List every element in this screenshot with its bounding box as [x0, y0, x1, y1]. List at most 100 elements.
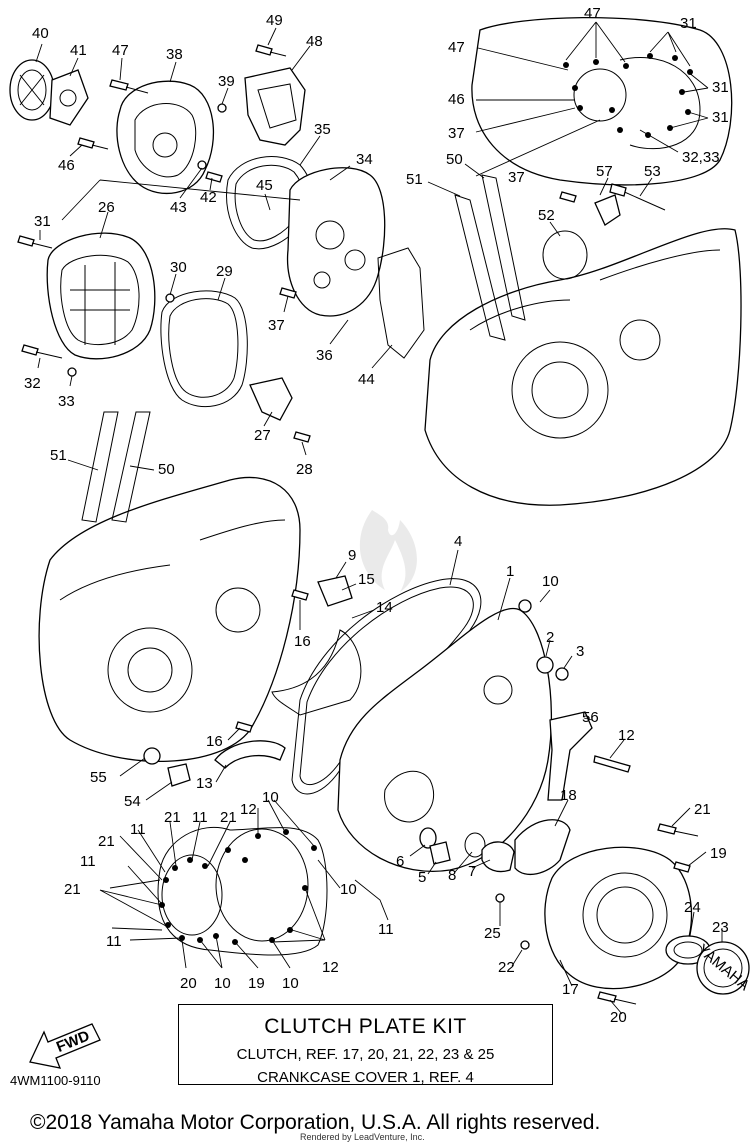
- callout-21-d: 21: [98, 833, 115, 850]
- callout-19-a: 19: [710, 845, 727, 862]
- plate-18: [514, 819, 571, 876]
- callout-11-d: 11: [80, 853, 96, 870]
- callout-51-b: 51: [50, 447, 67, 464]
- callout-41: 41: [70, 42, 87, 59]
- callout-12-b: 12: [240, 801, 257, 818]
- crankcase-right-main: [424, 228, 742, 506]
- callout-18: 18: [560, 787, 577, 804]
- crankcase-right-top: [471, 16, 733, 186]
- callout-46-b: 46: [448, 91, 465, 108]
- clutch-plate-kit-box: CLUTCH PLATE KIT CLUTCH, REF. 17, 20, 21…: [178, 1004, 553, 1086]
- callout-54: 54: [124, 793, 141, 810]
- callout-28: 28: [296, 461, 313, 478]
- callout-16-a: 16: [294, 633, 311, 650]
- rendered-by-credit: Rendered by LeadVenture, Inc.: [300, 1132, 425, 1142]
- callout-49: 49: [266, 12, 283, 29]
- callout-14: 14: [376, 599, 393, 616]
- callout-4: 4: [454, 533, 462, 550]
- bracket-27: [249, 377, 311, 443]
- callout-39: 39: [218, 73, 235, 90]
- crankcase-left: [38, 476, 301, 763]
- callout-34: 34: [356, 151, 373, 168]
- yamaha-cap-23: YAMAHA: [694, 941, 750, 995]
- callout-33: 33: [58, 393, 75, 410]
- callout-38: 38: [166, 46, 183, 63]
- callout-19-b: 19: [248, 975, 265, 992]
- studs-lower-left: [81, 411, 151, 523]
- studs-upper-right: [454, 174, 666, 341]
- callout-47-c: 47: [584, 5, 601, 22]
- callout-11-c: 11: [192, 809, 208, 826]
- callout-47: 47: [112, 42, 129, 59]
- callout-47-b: 47: [448, 39, 465, 56]
- rotor-41: [49, 69, 89, 126]
- callout-20-b: 20: [180, 975, 197, 992]
- callout-31-b: 31: [680, 15, 697, 32]
- callout-50-b: 50: [158, 461, 175, 478]
- callout-48: 48: [306, 33, 323, 50]
- callout-7: 7: [468, 863, 476, 880]
- cover-38: [116, 80, 215, 195]
- callout-46: 46: [58, 157, 75, 174]
- clutch-cover: [544, 846, 693, 990]
- callout-8: 8: [448, 867, 456, 884]
- bolts-upper-left: [77, 44, 287, 183]
- gear-cover-48: [244, 67, 306, 146]
- callout-36: 36: [316, 347, 333, 364]
- callout-32: 32: [24, 375, 41, 392]
- callout-2: 2: [546, 629, 554, 646]
- guide-13: [214, 721, 286, 769]
- outer-cover-40: [9, 59, 55, 121]
- clutch-cover-gasket: [109, 826, 328, 956]
- callout-37-a: 37: [268, 317, 285, 334]
- crankcase-cover-1: [337, 607, 553, 872]
- callout-11-a: 11: [378, 921, 394, 938]
- callout-11-e: 11: [106, 933, 122, 950]
- callout-32-33: 32,33: [682, 149, 720, 166]
- small-bolts-lower-right: [495, 823, 699, 1005]
- callout-45: 45: [256, 177, 273, 194]
- oring-52: [542, 230, 588, 280]
- callout-10-d: 10: [214, 975, 231, 992]
- callout-21-a: 21: [694, 801, 711, 818]
- callout-27: 27: [254, 427, 271, 444]
- callout-11-b: 11: [130, 821, 146, 838]
- kit-line-clutch: CLUTCH, REF. 17, 20, 21, 22, 23 & 25: [236, 1046, 495, 1063]
- callout-26: 26: [98, 199, 115, 216]
- callout-56: 56: [582, 709, 599, 726]
- callout-31-c: 31: [712, 79, 729, 96]
- callout-21-b: 21: [164, 809, 181, 826]
- plug-54-55: [143, 747, 191, 787]
- callout-1: 1: [506, 563, 514, 580]
- callout-21-c: 21: [220, 809, 237, 826]
- cover-26: [46, 232, 156, 360]
- callout-10-c: 10: [340, 881, 357, 898]
- callout-43: 43: [170, 199, 187, 216]
- callout-40: 40: [32, 25, 49, 42]
- callout-22: 22: [498, 959, 515, 976]
- callout-31-d: 31: [712, 109, 729, 126]
- callout-35: 35: [314, 121, 331, 138]
- callout-57: 57: [596, 163, 613, 180]
- callout-3: 3: [576, 643, 584, 660]
- parts-2-3-5-8: [419, 599, 569, 873]
- callout-44: 44: [358, 371, 375, 388]
- cover-34: [286, 167, 386, 317]
- callout-5: 5: [418, 869, 426, 886]
- callout-31-a: 31: [34, 213, 51, 230]
- bolts-left-middle: [17, 235, 297, 377]
- gasket-bolt-dots: [159, 829, 317, 945]
- callout-9: 9: [348, 547, 356, 564]
- callout-10-e: 10: [282, 975, 299, 992]
- callout-37-b: 37: [448, 125, 465, 142]
- kit-line-cover: CRANKCASE COVER 1, REF. 4: [257, 1069, 474, 1086]
- gasket-44: [377, 247, 425, 359]
- callout-42: 42: [200, 189, 217, 206]
- watermark-flame: [359, 510, 417, 592]
- callout-25: 25: [484, 925, 501, 942]
- callout-51-a: 51: [406, 171, 423, 188]
- callout-10-b: 10: [262, 789, 279, 806]
- callout-53: 53: [644, 163, 661, 180]
- callout-12-a: 12: [618, 727, 635, 744]
